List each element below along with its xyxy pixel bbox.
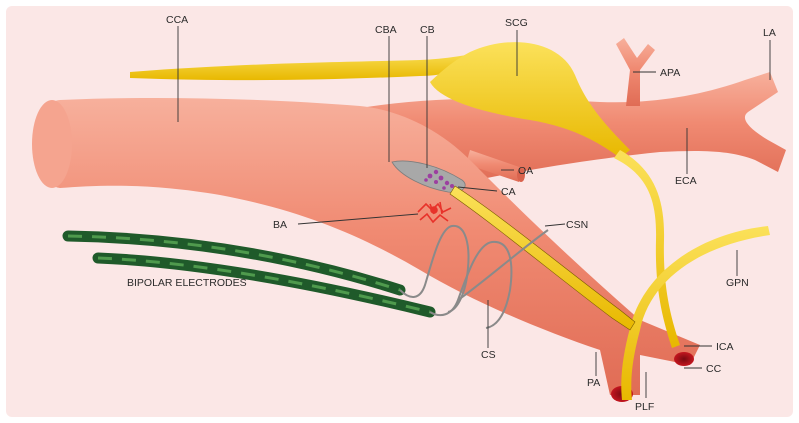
label-ca: CA	[501, 186, 516, 198]
label-csn: CSN	[566, 219, 588, 231]
label-ba: BA	[273, 219, 287, 231]
label-bipolar-electrodes: BIPOLAR ELECTRODES	[127, 277, 247, 289]
label-la: LA	[763, 27, 776, 39]
label-ica: ICA	[716, 341, 734, 353]
ica-cut-end	[674, 352, 694, 366]
cca-cut-end	[32, 100, 72, 188]
label-cs: CS	[481, 349, 496, 361]
label-cc: CC	[706, 363, 722, 375]
label-cba: CBA	[375, 24, 397, 36]
label-cca: CCA	[166, 14, 188, 26]
label-scg: SCG	[505, 17, 528, 29]
label-gpn: GPN	[726, 277, 749, 289]
label-eca: ECA	[675, 175, 697, 187]
label-cb: CB	[420, 24, 435, 36]
label-apa: APA	[660, 67, 680, 79]
label-pa: PA	[587, 377, 600, 389]
label-plf: PLF	[635, 401, 654, 413]
label-oa: OA	[518, 165, 533, 177]
